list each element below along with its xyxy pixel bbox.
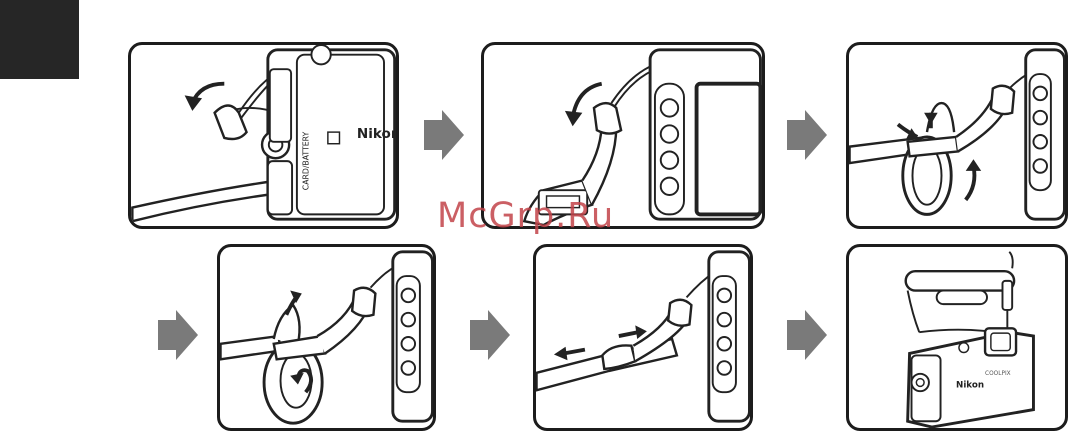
next-step-arrow-4 [470,310,510,360]
camera-model-text: COOLPIX [985,371,1011,377]
step-6-panel: Nikon COOLPIX [846,244,1068,431]
step-3-illustration [849,45,1065,226]
step-1-illustration: Nikon CARD/BATTERY [131,45,396,226]
next-step-arrow-3 [158,310,198,360]
watermark-text: McGrp.Ru [437,196,614,236]
step-4-illustration [220,247,433,428]
step-3-panel [846,42,1068,229]
step-1-panel: Nikon CARD/BATTERY [128,42,399,229]
next-step-arrow-2 [787,110,827,160]
step-4-panel [217,244,436,431]
page-tab [0,0,79,79]
next-step-arrow-1 [424,110,464,160]
brand-logo-text: Nikon [357,126,396,142]
battery-label: CARD/BATTERY [302,131,311,190]
camera-brand-text: Nikon [956,380,984,390]
step-5-illustration [536,247,750,428]
step-5-panel [533,244,753,431]
next-step-arrow-5 [787,310,827,360]
step-6-illustration: Nikon COOLPIX [849,247,1065,428]
